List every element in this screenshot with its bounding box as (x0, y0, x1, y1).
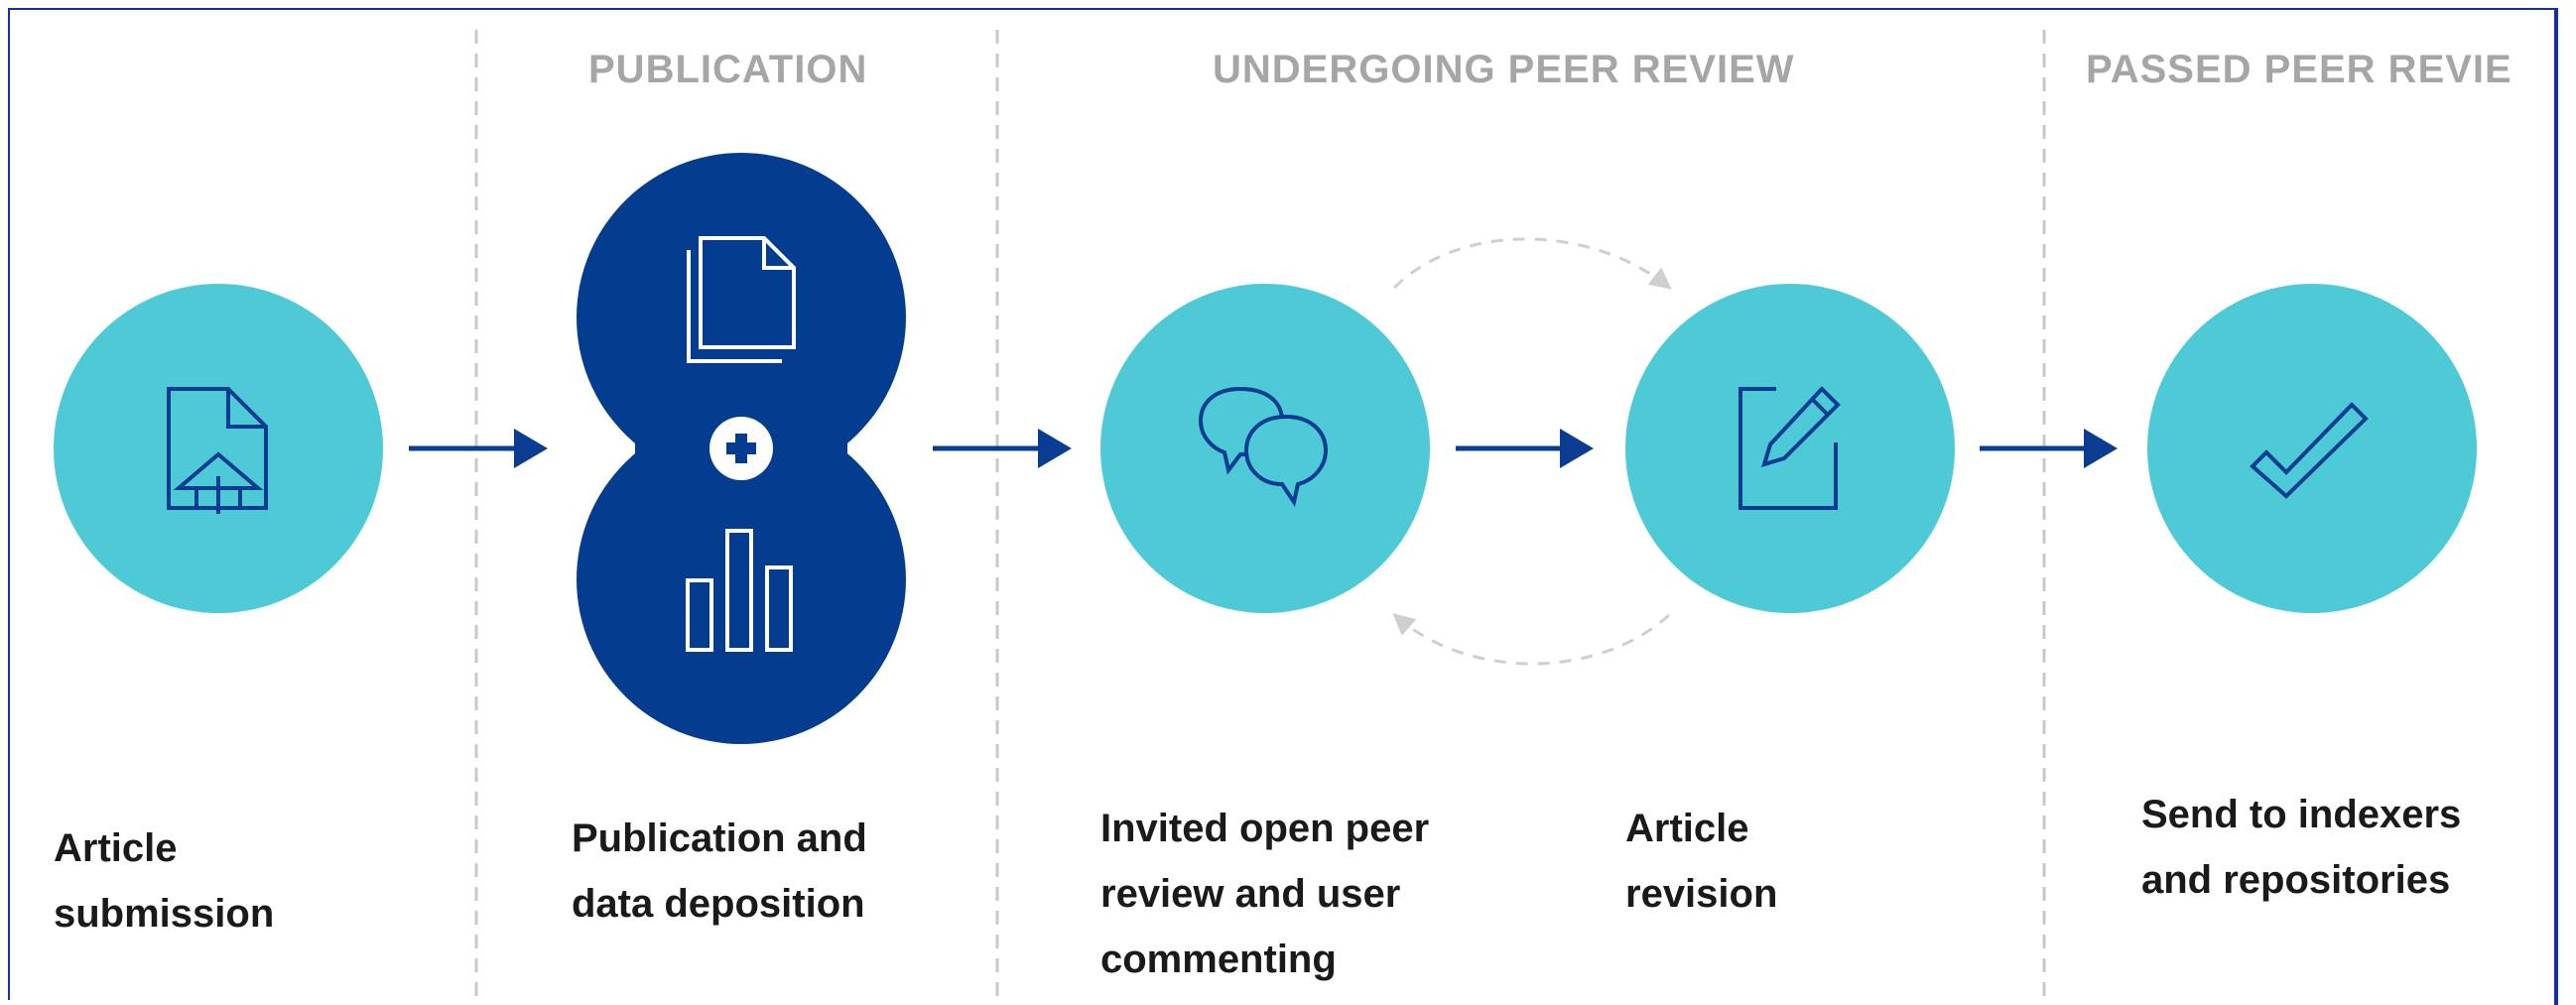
step-label-line: Send to indexers (2141, 793, 2462, 836)
step-open-peer-review (1100, 284, 1430, 613)
step-label-line: submission (54, 892, 275, 936)
cycle-arrow-bottom (1392, 613, 1671, 666)
step-label-send-to-indexers: Send to indexers and repositories (2141, 782, 2461, 913)
diagram-frame-right-edge (2554, 8, 2558, 1005)
plus-icon (709, 417, 773, 480)
documents-icon (687, 236, 796, 363)
flow-arrowhead (514, 429, 548, 468)
speech-bubbles-icon (1198, 386, 1329, 508)
step-label-line: Invited open peer (1100, 807, 1430, 850)
step-label-line: Publication and (572, 817, 867, 860)
step-label-line: commenting (1100, 938, 1337, 981)
phase-label-passed-review: PASSED PEER REVIE (2086, 48, 2512, 91)
step-label-line: Article (54, 826, 178, 870)
step-label-line: revision (1625, 872, 1778, 916)
checkmark-icon (2250, 402, 2369, 499)
flow-arrowhead (1560, 429, 1594, 468)
step-label-article-submission: Article submission (54, 816, 274, 946)
step-publication-data-deposition (577, 153, 906, 744)
flow-arrowhead (2084, 429, 2118, 468)
step-label-line: and repositories (2141, 858, 2451, 902)
step-send-to-indexers (2147, 284, 2477, 613)
step-circle (54, 284, 383, 613)
step-label-line: data deposition (572, 882, 865, 926)
bar-chart-icon (686, 529, 793, 652)
cycle-arrow-top (1392, 237, 1672, 290)
flow-arrowhead (1038, 429, 1072, 468)
diagram-frame (8, 8, 2558, 1000)
step-label-open-peer-review: Invited open peer review and user commen… (1100, 796, 1429, 992)
step-label-line: Article (1625, 807, 1749, 850)
phase-label-peer-review: UNDERGOING PEER REVIEW (1213, 48, 1795, 91)
step-article-submission (54, 284, 383, 613)
document-edit-icon (1739, 386, 1841, 510)
step-article-revision (1625, 284, 1955, 613)
step-label-publication: Publication and data deposition (572, 806, 867, 937)
step-label-article-revision: Article revision (1625, 796, 1777, 927)
phase-label-publication: PUBLICATION (588, 48, 868, 91)
step-label-line: review and user (1100, 872, 1401, 916)
document-upload-icon (167, 387, 268, 514)
